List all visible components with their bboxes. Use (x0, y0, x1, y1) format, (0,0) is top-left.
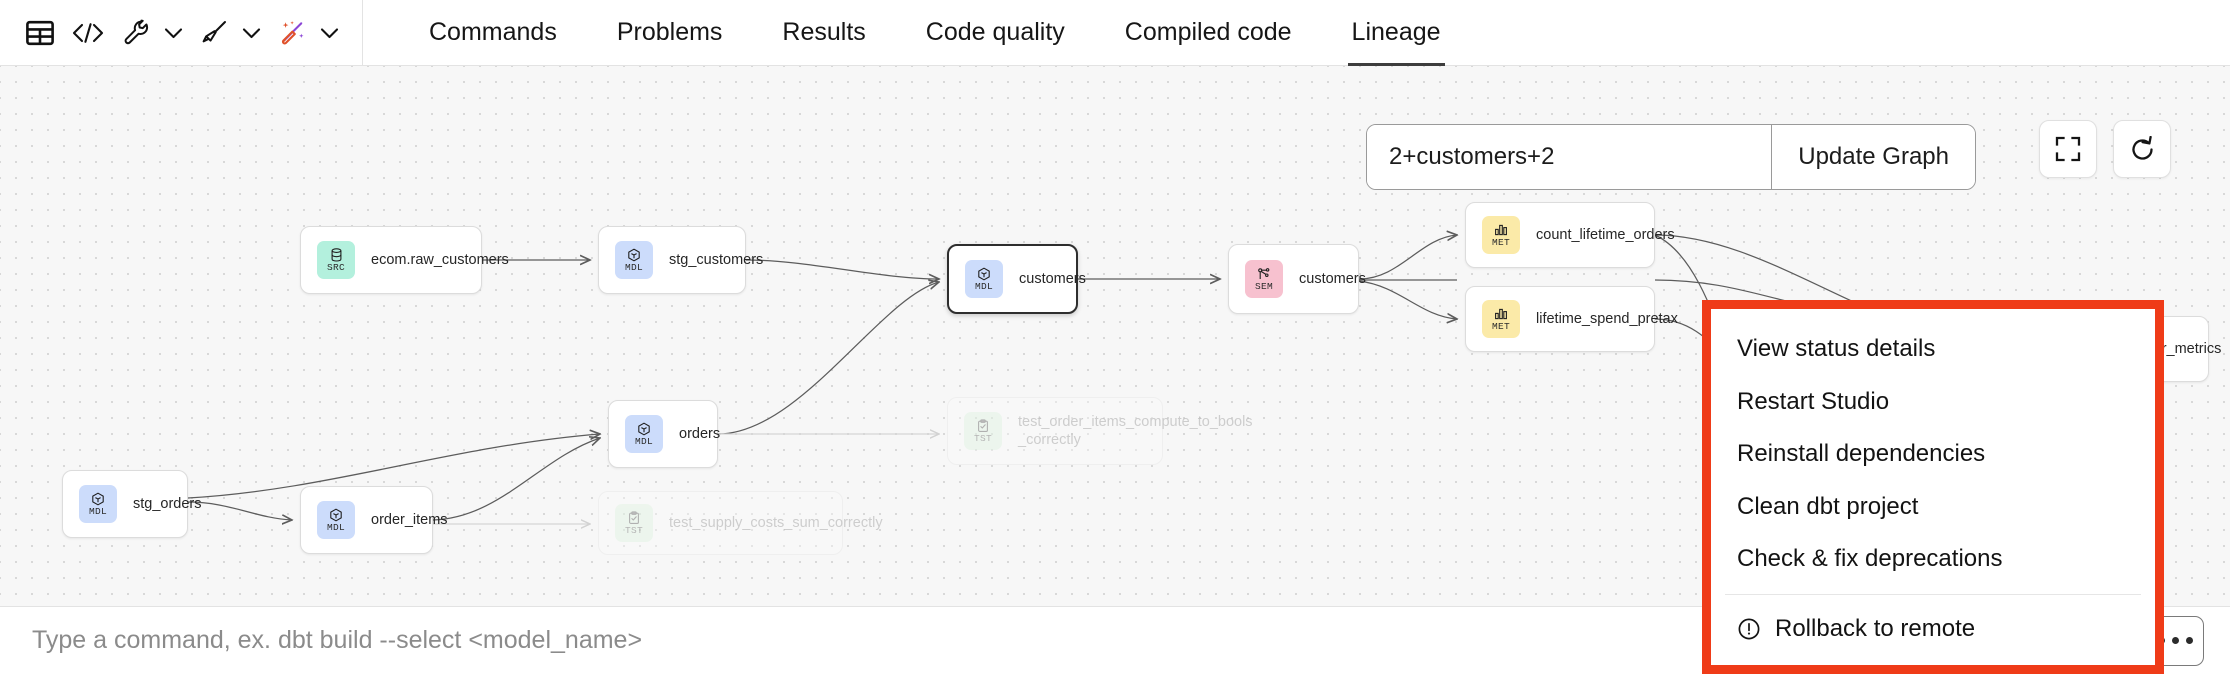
main-tabs: Commands Problems Results Code quality C… (363, 0, 1471, 66)
dot (2185, 637, 2193, 644)
tab-lineage[interactable]: Lineage (1322, 0, 1471, 66)
mdl-badge-icon: MDL (79, 485, 117, 523)
fix-tools-group (114, 11, 188, 55)
met-badge-icon: MET (1482, 300, 1520, 338)
node-label: test_supply_costs_sum_correctly (669, 514, 883, 531)
badge-text: SRC (326, 262, 345, 273)
node-label: stg_orders (133, 495, 202, 512)
tab-compiled-code[interactable]: Compiled code (1124, 18, 1292, 46)
top-toolbar: Commands Problems Results Code quality C… (0, 0, 2230, 66)
node-label: ecom.raw_customers (371, 251, 509, 268)
badge-text: TST (973, 433, 992, 444)
badge-text: TST (624, 525, 643, 536)
menu-item-reinstall-dependencies[interactable]: Reinstall dependencies (1711, 428, 2155, 481)
table-view-icon[interactable] (18, 11, 62, 55)
magic-wand-icon[interactable] (270, 11, 314, 55)
menu-item-clean-dbt-project[interactable]: Clean dbt project (1711, 481, 2155, 534)
mdl-badge-icon: MDL (317, 501, 355, 539)
src-badge-icon: SRC (317, 241, 355, 279)
tst-badge-icon: TST (964, 412, 1002, 450)
context-menu-highlight: View status details Restart Studio Reins… (1702, 300, 2164, 674)
tst-badge-icon: TST (615, 504, 653, 542)
lineage-node[interactable]: MET count_lifetime_orders (1465, 202, 1675, 268)
lineage-node-test[interactable]: TST test_supply_costs_sum_correctly (598, 491, 883, 555)
lineage-node[interactable]: MET lifetime_spend_pretax (1465, 286, 1678, 352)
wrench-icon[interactable] (114, 11, 158, 55)
menu-item-restart-studio[interactable]: Restart Studio (1711, 376, 2155, 429)
lineage-node[interactable]: SRC ecom.raw_customers (300, 226, 509, 294)
node-label: customers (1299, 270, 1366, 287)
chevron-down-icon[interactable] (158, 13, 188, 53)
broom-icon[interactable] (192, 11, 236, 55)
tab-commands[interactable]: Commands (429, 18, 557, 46)
fit-view-icon[interactable] (2039, 120, 2097, 178)
menu-item-view-status-details[interactable]: View status details (1711, 323, 2155, 376)
menu-item-check-fix-deprecations[interactable]: Check & fix deprecations (1711, 533, 2155, 586)
tab-problems[interactable]: Problems (616, 18, 723, 46)
node-label: customers (1019, 270, 1086, 287)
lineage-node[interactable]: SEM customers (1228, 244, 1366, 314)
control-divider (1770, 125, 1773, 189)
menu-item-label: Check & fix deprecations (1737, 545, 2003, 573)
badge-text: MET (1491, 236, 1510, 248)
badge-text: MDL (974, 281, 993, 292)
node-label: stg_customers (669, 251, 764, 268)
sem-badge-icon: SEM (1245, 260, 1283, 298)
graph-selector-input[interactable] (1367, 125, 1771, 189)
node-label: order_items (371, 511, 448, 528)
dot (2171, 637, 2179, 644)
warning-circle-icon (1737, 617, 1761, 641)
lineage-node[interactable]: MDL stg_customers (598, 226, 763, 294)
toolbar-divider (362, 0, 363, 66)
badge-text: MET (1491, 320, 1510, 332)
lineage-node-selected[interactable]: MDL customers (947, 244, 1086, 314)
editor-tool-group (0, 0, 363, 66)
format-tools-group (192, 11, 266, 55)
lineage-node[interactable]: MDL stg_orders (62, 470, 202, 538)
menu-item-label: Rollback to remote (1775, 614, 1976, 642)
tab-code-quality[interactable]: Code quality (925, 18, 1065, 46)
node-label: lifetime_spend_pretax (1536, 310, 1678, 327)
badge-text: SEM (1254, 281, 1273, 292)
node-label: test_order_items_compute_to_bools _corre… (1018, 413, 1253, 448)
badge-text: MDL (326, 522, 345, 533)
menu-item-label: View status details (1737, 335, 1936, 363)
lineage-node-test[interactable]: TST test_order_items_compute_to_bools _c… (947, 397, 1253, 465)
tab-results[interactable]: Results (782, 18, 866, 46)
command-input[interactable] (0, 606, 1907, 674)
code-view-icon[interactable] (66, 11, 110, 55)
chevron-down-icon[interactable] (314, 13, 344, 53)
update-graph-button[interactable]: Update Graph (1772, 125, 1975, 189)
graph-selector-control: Update Graph (1366, 124, 1976, 190)
refresh-icon[interactable] (2113, 120, 2171, 178)
node-label: count_lifetime_orders (1536, 226, 1675, 243)
mdl-badge-icon: MDL (965, 260, 1003, 298)
ai-tools-group (270, 11, 344, 55)
lineage-node[interactable]: MDL order_items (300, 486, 448, 554)
chevron-down-icon[interactable] (236, 13, 266, 53)
menu-divider (1725, 593, 2141, 595)
menu-item-label: Reinstall dependencies (1737, 440, 1986, 468)
menu-item-label: Restart Studio (1737, 387, 1890, 415)
studio-options-menu: View status details Restart Studio Reins… (1711, 309, 2155, 665)
badge-text: MDL (624, 262, 643, 273)
mdl-badge-icon: MDL (625, 415, 663, 453)
menu-item-label: Clean dbt project (1737, 492, 1919, 520)
node-label: orders (679, 425, 721, 442)
badge-text: MDL (634, 436, 653, 447)
badge-text: MDL (88, 506, 107, 517)
canvas-action-buttons (2039, 120, 2171, 178)
mdl-badge-icon: MDL (615, 241, 653, 279)
menu-item-rollback-to-remote[interactable]: Rollback to remote (1711, 602, 2155, 655)
lineage-node[interactable]: MDL orders (608, 400, 721, 468)
met-badge-icon: MET (1482, 216, 1520, 254)
